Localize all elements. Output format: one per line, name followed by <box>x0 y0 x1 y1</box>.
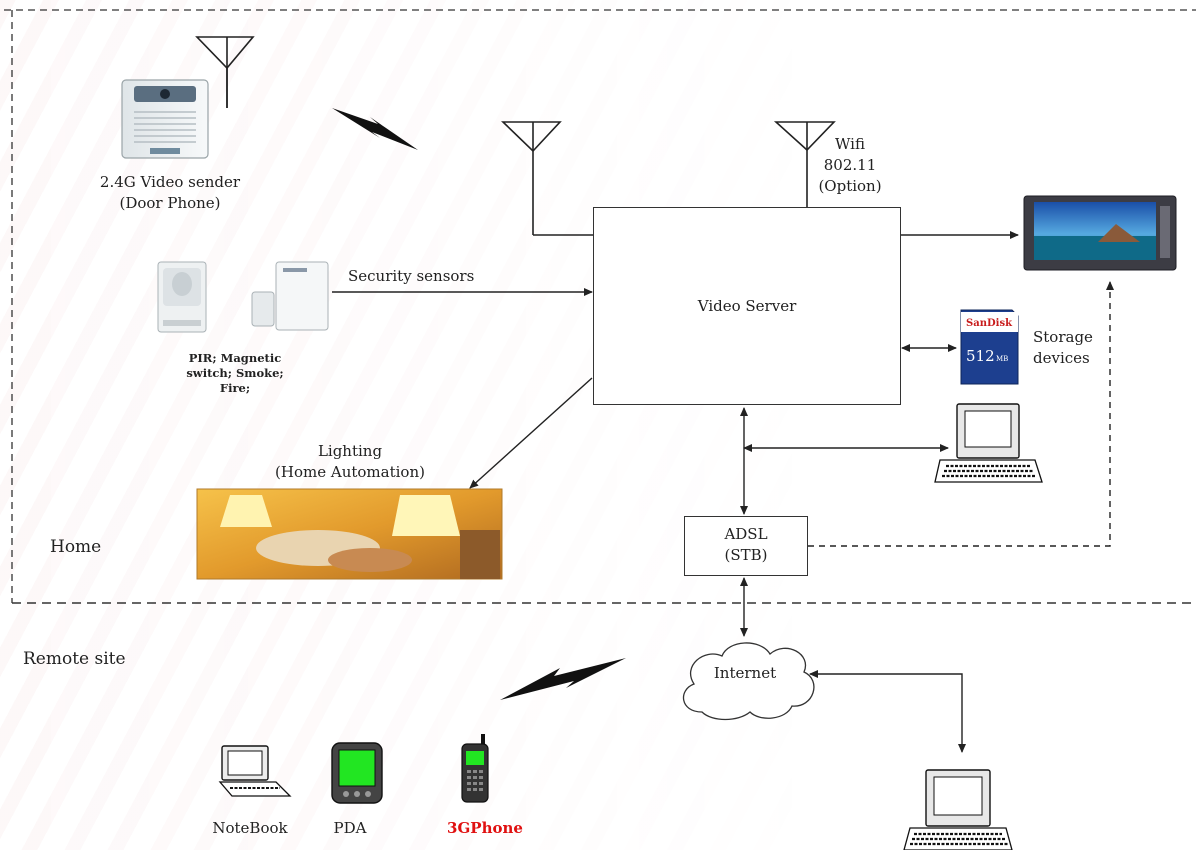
video-server-label: Video Server <box>697 297 797 315</box>
notebook-icon <box>218 745 292 797</box>
sd-card-unit: MB <box>996 355 1008 363</box>
video-server-node <box>593 207 901 405</box>
door-phone-icon <box>121 79 209 159</box>
pda-label: PDA <box>333 819 367 837</box>
adsl-to-tv-dashed-arrow <box>808 281 1114 547</box>
sensors-caption: PIR; Magnetic switch; Smoke; Fire; <box>186 351 284 395</box>
home-boundary <box>4 9 1196 603</box>
mobile-phone-icon <box>461 734 489 803</box>
internet-to-remote-pc-arrow <box>809 670 966 753</box>
home-zone-label: Home <box>50 537 102 557</box>
pir-sensor-icon <box>157 261 207 333</box>
storage-devices-label: Storage devices <box>1033 328 1093 367</box>
sd-card-icon: SanDisk 512 MB <box>960 309 1019 385</box>
computer-icon <box>934 403 1043 483</box>
remote-site-label: Remote site <box>23 649 126 669</box>
video-sender-label: 2.4G Video sender (Door Phone) <box>99 173 241 212</box>
internet-label: Internet <box>713 664 777 682</box>
pda-icon <box>331 742 383 804</box>
computer-icon <box>903 769 1013 850</box>
lighting-label: Lighting (Home Automation) <box>275 442 425 481</box>
wireless-signal-icon <box>332 108 418 150</box>
antenna-icon <box>501 121 594 236</box>
adsl-stb-label: ADSL (STB) <box>724 525 768 564</box>
wireless-signal-icon <box>500 658 626 700</box>
3gphone-label: 3GPhone <box>447 819 523 837</box>
sd-card-capacity: 512 <box>966 347 995 365</box>
notebook-label: NoteBook <box>212 819 288 837</box>
server-to-lighting-arrow <box>469 377 593 489</box>
sd-card-brand: SanDisk <box>966 318 1013 329</box>
internet-cloud-icon <box>683 642 815 721</box>
wifi-label: Wifi 802.11 (Option) <box>818 135 882 195</box>
antenna-icon <box>773 121 836 207</box>
antenna-icon <box>195 36 255 108</box>
tv-icon <box>1023 195 1177 271</box>
adsl-stb-node <box>684 516 808 576</box>
magnetic-switch-icon <box>251 261 329 331</box>
lighting-photo <box>196 488 503 580</box>
security-sensors-label: Security sensors <box>348 267 475 285</box>
